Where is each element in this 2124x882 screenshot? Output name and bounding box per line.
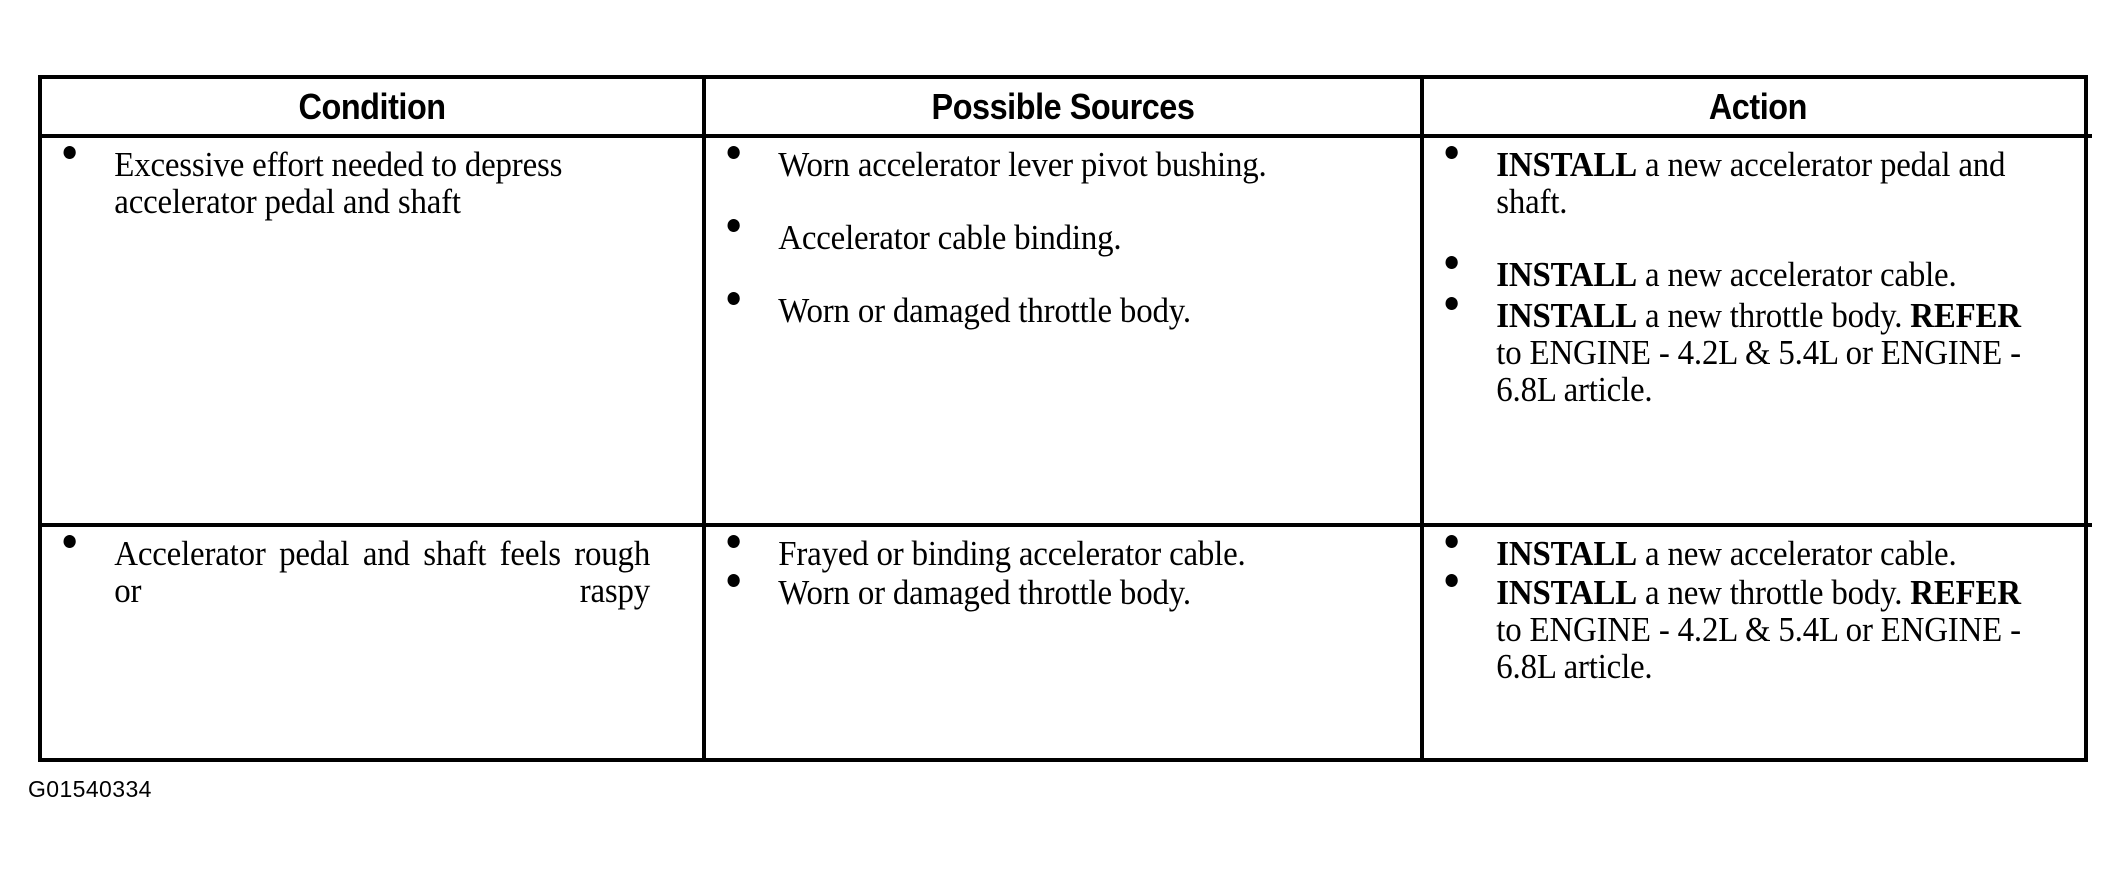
bullet-icon [1445,574,1458,588]
list-item: Worn or damaged throttle body. [720,574,1365,611]
diagnostic-table: Condition Possible Sources Action Excess… [38,75,2092,762]
list-item-text: a new accelerator pedal and shaft. [1496,145,2006,222]
column-header-action: Action [1453,79,2059,138]
condition-list: Accelerator pedal and shaft feels rough … [56,535,688,609]
list-item: Worn accelerator lever pivot bushing. [720,146,1365,183]
bullet-icon [63,535,76,549]
bullet-icon [727,292,740,306]
cell-action: INSTALL a new accelerator cable. INSTALL… [1420,523,2092,758]
cell-condition: Accelerator pedal and shaft feels rough … [42,523,704,758]
bullet-icon [727,535,740,549]
cell-possible-sources: Worn accelerator lever pivot bushing. Ac… [702,136,1422,526]
list-item-text: Excessive effort needed to depress accel… [114,145,563,222]
column-header-condition: Condition [75,79,671,138]
list-item-reference: to ENGINE - 4.2L & 5.4L or ENGINE - 6.8L… [1496,610,2021,687]
list-item: INSTALL a new accelerator cable. [1438,535,2040,572]
condition-list: Excessive effort needed to depress accel… [56,146,688,220]
bullet-icon [1445,146,1458,159]
list-item: Excessive effort needed to depress accel… [56,146,650,220]
list-item: Accelerator cable binding. [720,219,1365,256]
bullet-icon [1445,535,1458,549]
bullet-icon [1445,256,1458,270]
action-list: INSTALL a new accelerator cable. INSTALL… [1438,535,2078,685]
table-header-row: Condition Possible Sources Action [42,79,2092,138]
list-item-text: Worn or damaged throttle body. [778,291,1191,331]
list-item: INSTALL a new throttle body. REFER to EN… [1438,296,2040,410]
action-list: INSTALL a new accelerator pedal and shaf… [1438,146,2078,409]
action-keyword: INSTALL [1496,255,1637,295]
action-keyword: INSTALL [1496,296,1637,336]
list-item-text: a new throttle body. [1636,573,1911,613]
bullet-icon [63,146,76,159]
list-item-text: a new accelerator cable. [1636,255,1957,295]
cell-action: INSTALL a new accelerator pedal and shaf… [1420,136,2092,526]
action-keyword-refer: REFER [1910,296,2021,336]
action-keyword-refer: REFER [1910,573,2021,613]
figure-id-caption: G01540334 [28,776,152,802]
list-item: INSTALL a new accelerator cable. [1438,256,2040,293]
column-header-possible-sources: Possible Sources [738,79,1387,138]
list-item-text: Worn accelerator lever pivot bushing. [778,145,1267,184]
action-keyword: INSTALL [1496,534,1637,574]
bullet-icon [1445,297,1458,311]
table-row: Excessive effort needed to depress accel… [42,136,2092,526]
list-item: Accelerator pedal and shaft feels rough … [56,535,650,609]
list-item: Frayed or binding accelerator cable. [720,535,1365,572]
table-row: Accelerator pedal and shaft feels rough … [42,523,2092,758]
bullet-icon [727,574,740,588]
bullet-icon [727,146,740,159]
possible-sources-list: Worn accelerator lever pivot bushing. Ac… [720,146,1406,329]
list-item-text: a new throttle body. [1636,296,1911,336]
cell-possible-sources: Frayed or binding accelerator cable. Wor… [702,523,1422,758]
list-item-text: Worn or damaged throttle body. [778,573,1191,613]
list-item-text: Frayed or binding accelerator cable. [778,534,1246,574]
cell-condition: Excessive effort needed to depress accel… [42,136,704,525]
action-keyword: INSTALL [1496,573,1637,613]
list-item-text: a new accelerator cable. [1636,534,1957,574]
list-item-text: Accelerator cable binding. [778,218,1122,258]
list-item: INSTALL a new accelerator pedal and shaf… [1438,146,2040,220]
list-item: Worn or damaged throttle body. [720,292,1365,329]
condition-source-action-table: Condition Possible Sources Action Excess… [42,79,2092,758]
list-item-reference: to ENGINE - 4.2L & 5.4L or ENGINE - 6.8L… [1496,333,2021,410]
action-keyword: INSTALL [1496,145,1637,184]
bullet-icon [727,219,740,233]
list-item-text: Accelerator pedal and shaft feels rough … [114,534,651,611]
list-item: INSTALL a new throttle body. REFER to EN… [1438,574,2040,685]
possible-sources-list: Frayed or binding accelerator cable. Wor… [720,535,1406,611]
